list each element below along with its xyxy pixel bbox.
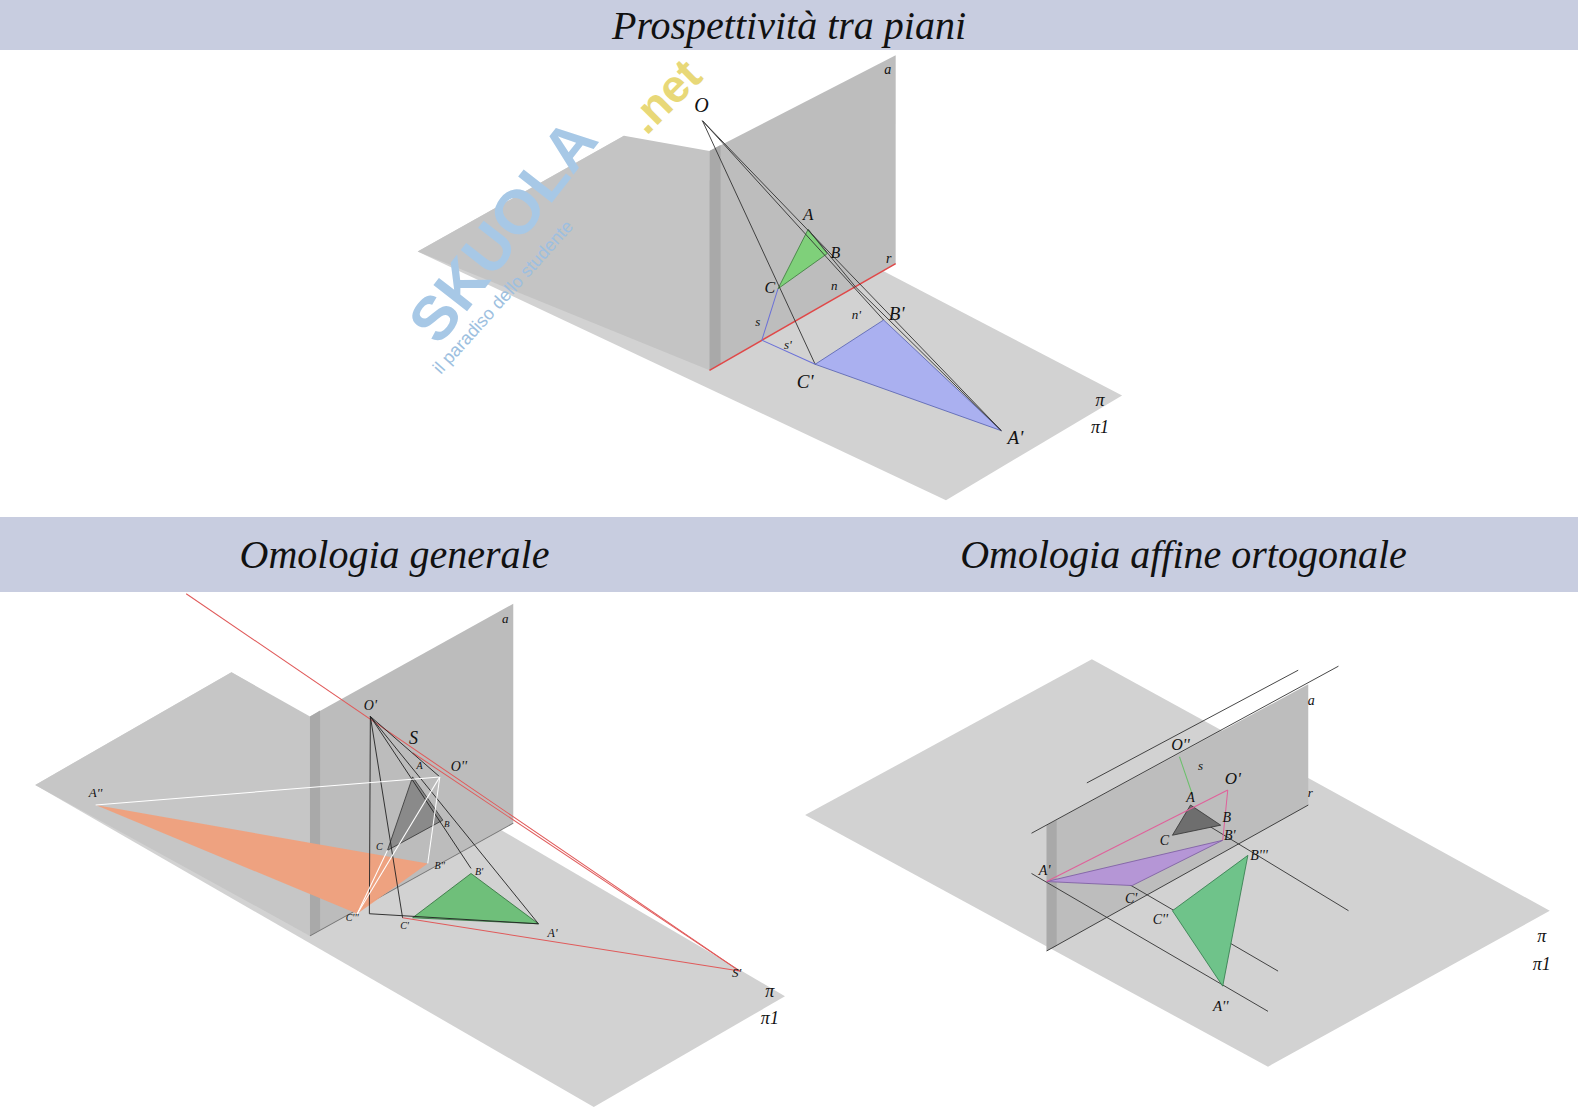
point-label: π [1537, 927, 1546, 945]
point-label: A [417, 761, 423, 771]
point-label: B [1222, 811, 1231, 825]
point-label: a [884, 63, 891, 77]
point-label: s' [784, 338, 792, 351]
point-label: s [755, 315, 760, 328]
section-title: Prospettività tra piani [612, 2, 966, 49]
point-label: C''' [346, 913, 359, 923]
point-label: S' [732, 966, 741, 979]
point-label: O'' [1171, 737, 1189, 753]
point-label: B [444, 820, 450, 829]
point-label: a [1308, 694, 1315, 708]
point-label: S [409, 729, 418, 747]
point-label: O' [1225, 769, 1241, 786]
point-label: A' [1008, 427, 1024, 446]
point-label: n [831, 278, 838, 291]
point-label: n' [852, 307, 861, 320]
point-label: π [1095, 391, 1104, 409]
point-label: C [376, 842, 383, 852]
point-label: r [1308, 786, 1313, 799]
point-label: A' [1039, 864, 1051, 878]
section-title: Omologia generale [240, 531, 550, 578]
point-label: B''' [1250, 849, 1268, 863]
point-label: a [502, 611, 509, 624]
title-band: Omologia generale [0, 517, 789, 592]
title-band: Prospettività tra piani [0, 0, 1578, 50]
point-label: B' [475, 867, 483, 877]
point-label: C'' [1153, 913, 1168, 927]
point-label: π [765, 982, 774, 1000]
point-label: r [886, 252, 891, 266]
point-label: π1 [1533, 955, 1551, 973]
point-label: B [830, 245, 840, 261]
point-label: π1 [1091, 418, 1109, 436]
point-label: C [1160, 834, 1169, 848]
section-title: Omologia affine ortogonale [960, 531, 1407, 578]
point-label: O [694, 95, 708, 115]
point-label: O' [364, 699, 377, 713]
point-label: s [1198, 758, 1203, 771]
point-label: A' [548, 927, 558, 939]
point-label: C [765, 280, 776, 296]
watermark: .net [619, 50, 709, 140]
point-label: B' [1224, 829, 1236, 843]
point-label: A'' [1213, 999, 1229, 1014]
point-label: A [803, 206, 813, 223]
point-label: C' [1125, 892, 1137, 906]
point-label: O'' [451, 760, 467, 774]
point-label: C' [400, 921, 409, 931]
point-label: B' [889, 303, 905, 322]
point-label: A [1186, 791, 1195, 805]
point-label: C' [797, 372, 814, 391]
point-label: A'' [89, 786, 103, 799]
point-label: B'' [435, 861, 445, 871]
title-band: Omologia affine ortogonale [789, 517, 1578, 592]
point-label: π1 [761, 1009, 779, 1027]
